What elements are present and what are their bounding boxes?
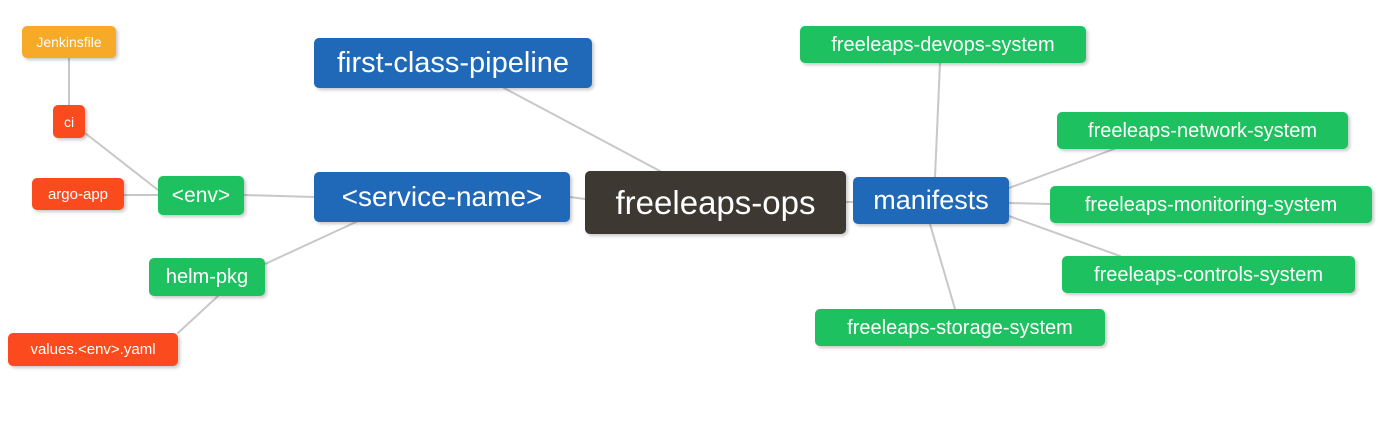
edge-values-yaml-to-helm-pkg: [177, 295, 219, 334]
node-freeleaps-storage-system[interactable]: freeleaps-storage-system: [815, 309, 1105, 346]
node-values-yaml[interactable]: values.<env>.yaml: [8, 333, 178, 366]
node-label-freeleaps-controls-system: freeleaps-controls-system: [1094, 263, 1323, 286]
node-argo-app[interactable]: argo-app: [32, 178, 124, 210]
node-label-freeleaps-devops-system: freeleaps-devops-system: [831, 33, 1055, 56]
edge-manifests-to-freeleaps-storage-system: [929, 223, 956, 310]
node-label-service-name: <service-name>: [341, 181, 543, 212]
node-first-class-pipeline[interactable]: first-class-pipeline: [314, 38, 592, 88]
node-freeleaps-controls-system[interactable]: freeleaps-controls-system: [1062, 256, 1355, 293]
edge-manifests-to-freeleaps-monitoring-system: [1008, 202, 1051, 205]
node-manifests[interactable]: manifests: [853, 177, 1009, 224]
node-label-first-class-pipeline: first-class-pipeline: [336, 46, 570, 79]
node-helm-pkg[interactable]: helm-pkg: [149, 258, 265, 296]
node-freeleaps-network-system[interactable]: freeleaps-network-system: [1057, 112, 1348, 149]
node-freeleaps-devops-system[interactable]: freeleaps-devops-system: [800, 26, 1086, 63]
edge-helm-pkg-to-service-name: [264, 221, 357, 265]
node-label-env: <env>: [171, 184, 231, 207]
node-label-freeleaps-monitoring-system: freeleaps-monitoring-system: [1084, 193, 1338, 216]
node-label-freeleaps-network-system: freeleaps-network-system: [1088, 119, 1317, 142]
node-freeleaps-ops[interactable]: freeleaps-ops: [585, 171, 846, 234]
edge-manifests-to-freeleaps-network-system: [1008, 148, 1115, 189]
node-label-argo-app: argo-app: [47, 185, 109, 203]
node-label-manifests: manifests: [873, 185, 989, 215]
node-label-jenkinsfile: Jenkinsfile: [36, 34, 102, 50]
edge-service-name-to-freeleaps-ops: [569, 196, 586, 200]
node-jenkinsfile[interactable]: Jenkinsfile: [22, 26, 116, 58]
edge-manifests-to-freeleaps-devops-system: [934, 62, 941, 178]
edge-first-class-pipeline-to-freeleaps-ops: [503, 87, 661, 172]
node-label-values-yaml: values.<env>.yaml: [30, 341, 156, 358]
node-freeleaps-monitoring-system[interactable]: freeleaps-monitoring-system: [1050, 186, 1372, 223]
node-label-helm-pkg: helm-pkg: [165, 266, 249, 288]
node-service-name[interactable]: <service-name>: [314, 172, 570, 222]
node-env[interactable]: <env>: [158, 176, 244, 215]
node-label-freeleaps-storage-system: freeleaps-storage-system: [847, 316, 1073, 339]
node-label-ci: ci: [63, 113, 75, 130]
node-ci[interactable]: ci: [53, 105, 85, 138]
node-label-freeleaps-ops: freeleaps-ops: [615, 184, 816, 221]
edge-env-to-service-name: [243, 194, 315, 198]
